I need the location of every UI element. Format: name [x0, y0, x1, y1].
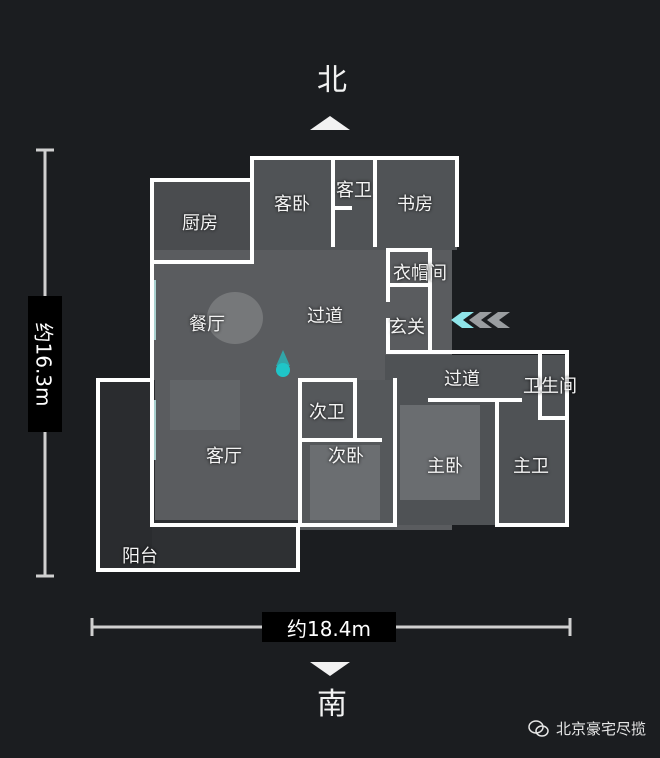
room-label-kitchen: 厨房 — [182, 213, 218, 234]
watermark-text: 北京豪宅尽揽 — [555, 720, 646, 738]
wechat-icon — [528, 719, 549, 737]
room-label-master-bath: 主卫 — [513, 456, 549, 477]
room-label-guest-bedroom: 客卧 — [274, 194, 310, 215]
room-label-guest-bath: 客卫 — [336, 180, 372, 201]
room-label-dining: 餐厅 — [189, 314, 225, 335]
room-label-corridor-north: 过道 — [307, 306, 343, 327]
entrance-arrows-icon — [451, 312, 510, 328]
room-label-living: 客厅 — [206, 446, 242, 467]
north-arrow-icon — [310, 116, 350, 130]
room-label-second-bath: 次卫 — [309, 402, 345, 423]
room-label-cloakroom: 衣帽间 — [393, 263, 447, 284]
room-label-study: 书房 — [397, 194, 433, 215]
width-dimension-label: 约18.4m — [262, 612, 396, 642]
south-arrow-icon — [310, 662, 350, 676]
room-label-second-bedroom: 次卧 — [328, 446, 364, 467]
height-dimension-label: 约16.3m — [28, 296, 62, 432]
watermark: 北京豪宅尽揽 — [528, 718, 646, 739]
north-label: 北 — [317, 63, 347, 98]
room-label-balcony: 阳台 — [122, 546, 158, 567]
room-label-bathroom: 卫生间 — [523, 376, 577, 397]
room-label-entrance: 玄关 — [389, 317, 425, 338]
room-label-corridor-south: 过道 — [444, 369, 480, 390]
room-label-master-bedroom: 主卧 — [427, 456, 463, 477]
walls — [96, 156, 569, 572]
location-marker-icon — [276, 350, 290, 377]
south-label: 南 — [317, 687, 347, 722]
